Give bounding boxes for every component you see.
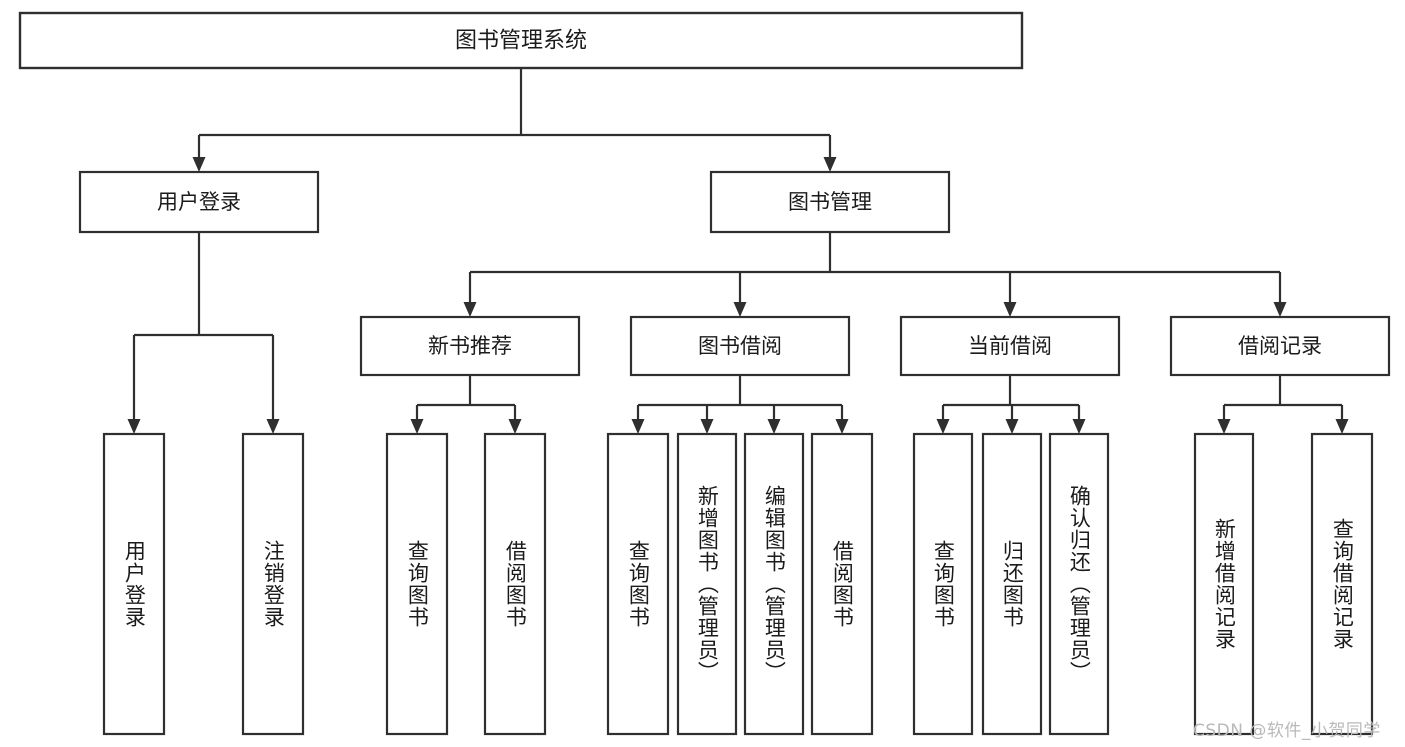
node-label-root: 图书管理系统	[455, 29, 587, 54]
node-box-leaf-confirm-return[interactable]	[1048, 432, 1110, 736]
edge-group-root	[192, 68, 837, 172]
node-box-leaf-query-book-2[interactable]	[606, 432, 670, 736]
node-box-leaf-query-book-1[interactable]	[385, 432, 449, 736]
node-box-root[interactable]	[18, 11, 1024, 70]
node-box-user-login[interactable]	[78, 170, 320, 234]
node-box-leaf-edit-book[interactable]	[743, 432, 805, 736]
arrow-head-icon	[1217, 419, 1231, 434]
edge-group-borrow-record	[1217, 375, 1349, 434]
node-box-layer	[18, 11, 1391, 736]
node-label-new-book-recommend: 新书推荐	[428, 334, 512, 358]
node-box-leaf-add-book[interactable]	[676, 432, 738, 736]
node-box-leaf-logout[interactable]	[241, 432, 305, 736]
arrow-head-icon	[410, 419, 424, 434]
arrow-head-icon	[1072, 419, 1086, 434]
arrow-head-icon	[508, 419, 522, 434]
connector-layer	[127, 68, 1349, 434]
arrow-head-icon	[1273, 302, 1287, 317]
watermark-text: CSDN @软件_小贺同学	[1193, 721, 1381, 741]
arrow-head-icon	[631, 419, 645, 434]
node-box-leaf-return-book[interactable]	[981, 432, 1043, 736]
node-box-new-book-recommend[interactable]	[359, 315, 581, 377]
arrow-head-icon	[463, 302, 477, 317]
arrow-head-icon	[1003, 302, 1017, 317]
edge-group-current-borrow	[936, 375, 1086, 434]
node-box-leaf-borrow-book-1[interactable]	[483, 432, 547, 736]
arrow-head-icon	[266, 419, 280, 434]
arrow-head-icon	[767, 419, 781, 434]
node-box-book-borrow[interactable]	[629, 315, 851, 377]
node-box-borrow-record[interactable]	[1169, 315, 1391, 377]
node-label-user-login: 用户登录	[157, 190, 241, 214]
node-box-book-manage[interactable]	[709, 170, 951, 234]
arrow-head-icon	[127, 419, 141, 434]
arrow-head-icon	[700, 419, 714, 434]
node-label-book-manage: 图书管理	[788, 190, 872, 214]
node-label-current-borrow: 当前借阅	[968, 334, 1052, 358]
edge-group-new-book-recommend	[410, 375, 522, 434]
node-box-leaf-borrow-book-2[interactable]	[810, 432, 874, 736]
node-box-leaf-add-record[interactable]	[1193, 432, 1255, 736]
arrow-head-icon	[1005, 419, 1019, 434]
edge-group-book-borrow	[631, 375, 849, 434]
node-box-current-borrow[interactable]	[899, 315, 1121, 377]
node-box-leaf-query-book-3[interactable]	[912, 432, 974, 736]
arrow-head-icon	[192, 157, 206, 172]
arrow-head-icon	[733, 302, 747, 317]
arrow-head-icon	[835, 419, 849, 434]
node-box-leaf-user-login[interactable]	[102, 432, 166, 736]
arrow-head-icon	[823, 157, 837, 172]
edge-group-user-login	[127, 232, 280, 434]
node-label-book-borrow: 图书借阅	[698, 334, 782, 358]
node-box-leaf-query-record[interactable]	[1310, 432, 1374, 736]
arrow-head-icon	[1335, 419, 1349, 434]
edge-group-book-manage	[463, 232, 1287, 317]
arrow-head-icon	[936, 419, 950, 434]
node-label-borrow-record: 借阅记录	[1238, 334, 1322, 358]
